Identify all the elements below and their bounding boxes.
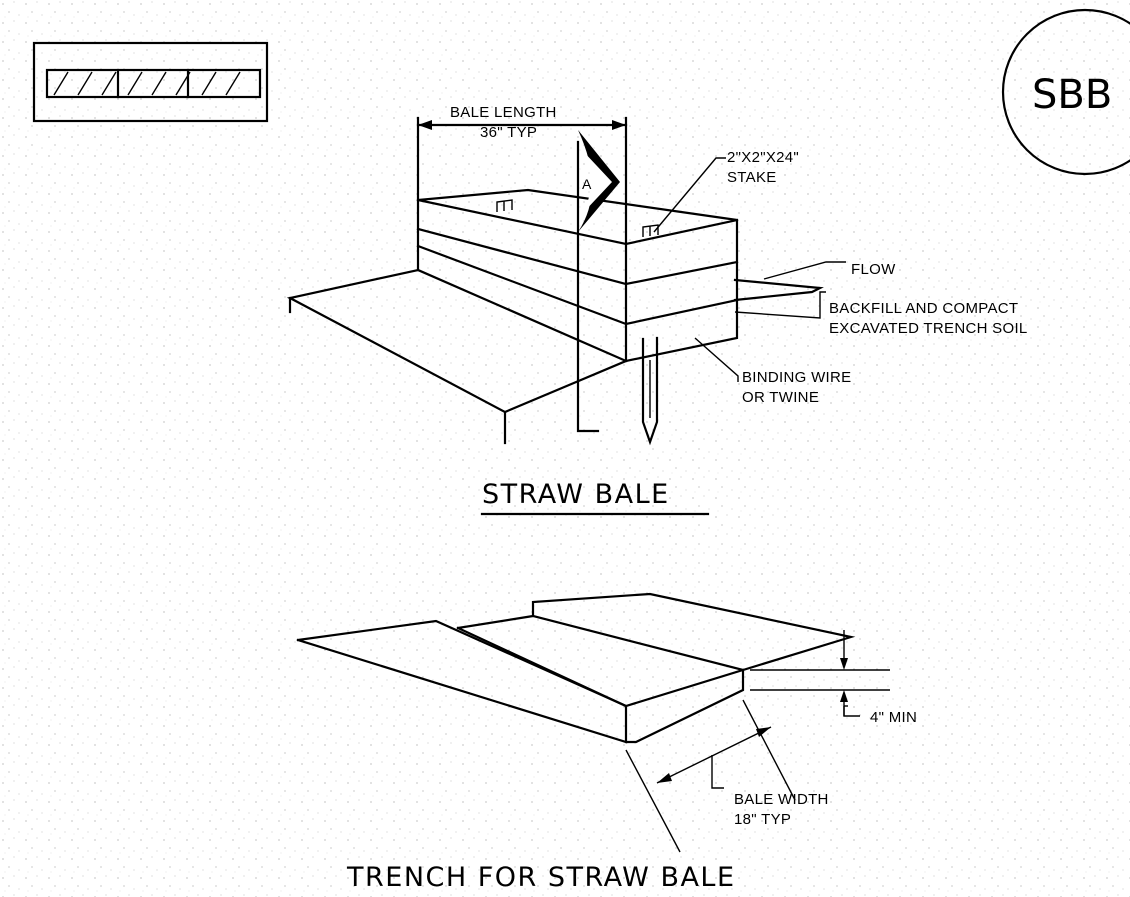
legend-symbol <box>32 41 269 123</box>
stake-size-label: 2"X2"X24" <box>727 149 799 166</box>
bale-length-dimension: BALE LENGTH 36" TYP <box>416 104 628 246</box>
binding-leader <box>694 337 739 382</box>
detail-code-badge: SBB <box>1001 8 1130 176</box>
backfill-label-line2: EXCAVATED TRENCH SOIL <box>829 320 1028 337</box>
detail-code: SBB <box>1032 72 1112 118</box>
straw-bale-view: A BALE LENGTH 36" TYP 2"X2"X24" STAKE FL… <box>286 104 1028 516</box>
trench-title: TRENCH FOR STRAW BALE <box>346 862 736 893</box>
bale-width-label: BALE WIDTH <box>734 791 829 808</box>
backfill-label-line1: BACKFILL AND COMPACT <box>829 300 1018 317</box>
stake-leader <box>653 157 726 233</box>
binding-label-line1: BINDING WIRE <box>742 369 851 386</box>
stake-top-left <box>496 199 513 212</box>
ground-front-edge <box>503 359 628 414</box>
straw-bale-title: STRAW BALE <box>482 479 670 510</box>
trench-right-bank <box>624 668 745 744</box>
ground-left <box>286 268 507 445</box>
bale <box>416 188 739 363</box>
stake-top-right <box>642 224 659 237</box>
flow-label: FLOW <box>851 261 896 278</box>
ground-right <box>733 278 824 302</box>
bale-length-value: 36" TYP <box>480 124 537 141</box>
backfill-leader <box>734 291 826 319</box>
binding-label-line2: OR TWINE <box>742 389 819 406</box>
trench-far-bank <box>456 592 856 672</box>
bale-width-value: 18" TYP <box>734 811 791 828</box>
bale-length-label: BALE LENGTH <box>450 104 557 121</box>
section-marker: A <box>582 176 592 192</box>
trench-view: 4" MIN BALE WIDTH 18" TYP TRENCH FOR STR… <box>296 592 917 893</box>
trench-depth-label: 4" MIN <box>870 709 917 726</box>
section-cut-a: A <box>576 130 620 433</box>
flow-leader <box>763 261 846 280</box>
stake-bottom <box>641 336 659 446</box>
stake-label: STAKE <box>727 169 777 186</box>
